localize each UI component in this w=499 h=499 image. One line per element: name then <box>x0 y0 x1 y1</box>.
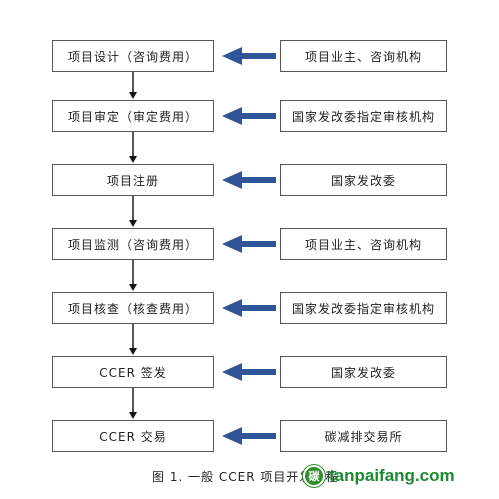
step-label: 项目核查（核查费用） <box>67 301 198 316</box>
actor-6-box: 国家发改委 <box>280 356 447 388</box>
left-arrow-shaft <box>240 177 276 183</box>
step-label: 项目审定（审定费用） <box>67 109 198 124</box>
left-arrow-icon <box>222 299 242 317</box>
actor-3-box: 国家发改委 <box>280 164 447 196</box>
step-label: 项目监测（咨询费用） <box>67 237 198 252</box>
actor-7-box: 碳减排交易所 <box>280 420 447 452</box>
left-arrow-shaft <box>240 53 276 59</box>
left-arrow-icon <box>222 363 242 381</box>
step-4-box: 项目监测（咨询费用） <box>52 228 214 260</box>
actor-5-box: 国家发改委指定审核机构 <box>280 292 447 324</box>
down-arrow-icon <box>129 156 137 163</box>
watermark-text: tanpaifang.com <box>329 466 455 485</box>
left-arrow-shaft <box>240 305 276 311</box>
left-arrow-shaft <box>240 369 276 375</box>
step-label: CCER 交易 <box>99 429 167 444</box>
actor-label: 项目业主、咨询机构 <box>304 237 422 252</box>
watermark: 碳 tanpaifang.com <box>303 462 499 490</box>
actor-label: 碳减排交易所 <box>324 429 403 444</box>
left-arrow-icon <box>222 107 242 125</box>
step-7-box: CCER 交易 <box>52 420 214 452</box>
left-arrow-icon <box>222 427 242 445</box>
down-arrow-icon <box>129 348 137 355</box>
actor-label: 国家发改委 <box>330 365 396 380</box>
figure-caption: 图 1. 一般 CCER 项目开发流程 <box>152 470 339 484</box>
step-2-box: 项目审定（审定费用） <box>52 100 214 132</box>
actor-1-box: 项目业主、咨询机构 <box>280 40 447 72</box>
step-1-box: 项目设计（咨询费用） <box>52 40 214 72</box>
step-6-box: CCER 签发 <box>52 356 214 388</box>
actor-label: 国家发改委指定审核机构 <box>291 109 435 124</box>
left-arrow-icon <box>222 47 242 65</box>
actor-label: 国家发改委 <box>330 173 396 188</box>
left-arrow-shaft <box>240 433 276 439</box>
left-arrow-shaft <box>240 113 276 119</box>
down-arrow-icon <box>129 284 137 291</box>
watermark-badge-icon: 碳 <box>303 465 325 487</box>
actor-label: 项目业主、咨询机构 <box>304 49 422 64</box>
step-label: 项目设计（咨询费用） <box>67 49 198 64</box>
actor-4-box: 项目业主、咨询机构 <box>280 228 447 260</box>
down-arrow-icon <box>129 412 137 419</box>
down-arrow-icon <box>129 220 137 227</box>
left-arrow-icon <box>222 171 242 189</box>
step-5-box: 项目核查（核查费用） <box>52 292 214 324</box>
down-arrow-icon <box>129 92 137 99</box>
step-label: 项目注册 <box>106 173 159 188</box>
actor-label: 国家发改委指定审核机构 <box>291 301 435 316</box>
left-arrow-icon <box>222 235 242 253</box>
left-arrow-shaft <box>240 241 276 247</box>
actor-2-box: 国家发改委指定审核机构 <box>280 100 447 132</box>
step-3-box: 项目注册 <box>52 164 214 196</box>
step-label: CCER 签发 <box>99 365 167 380</box>
